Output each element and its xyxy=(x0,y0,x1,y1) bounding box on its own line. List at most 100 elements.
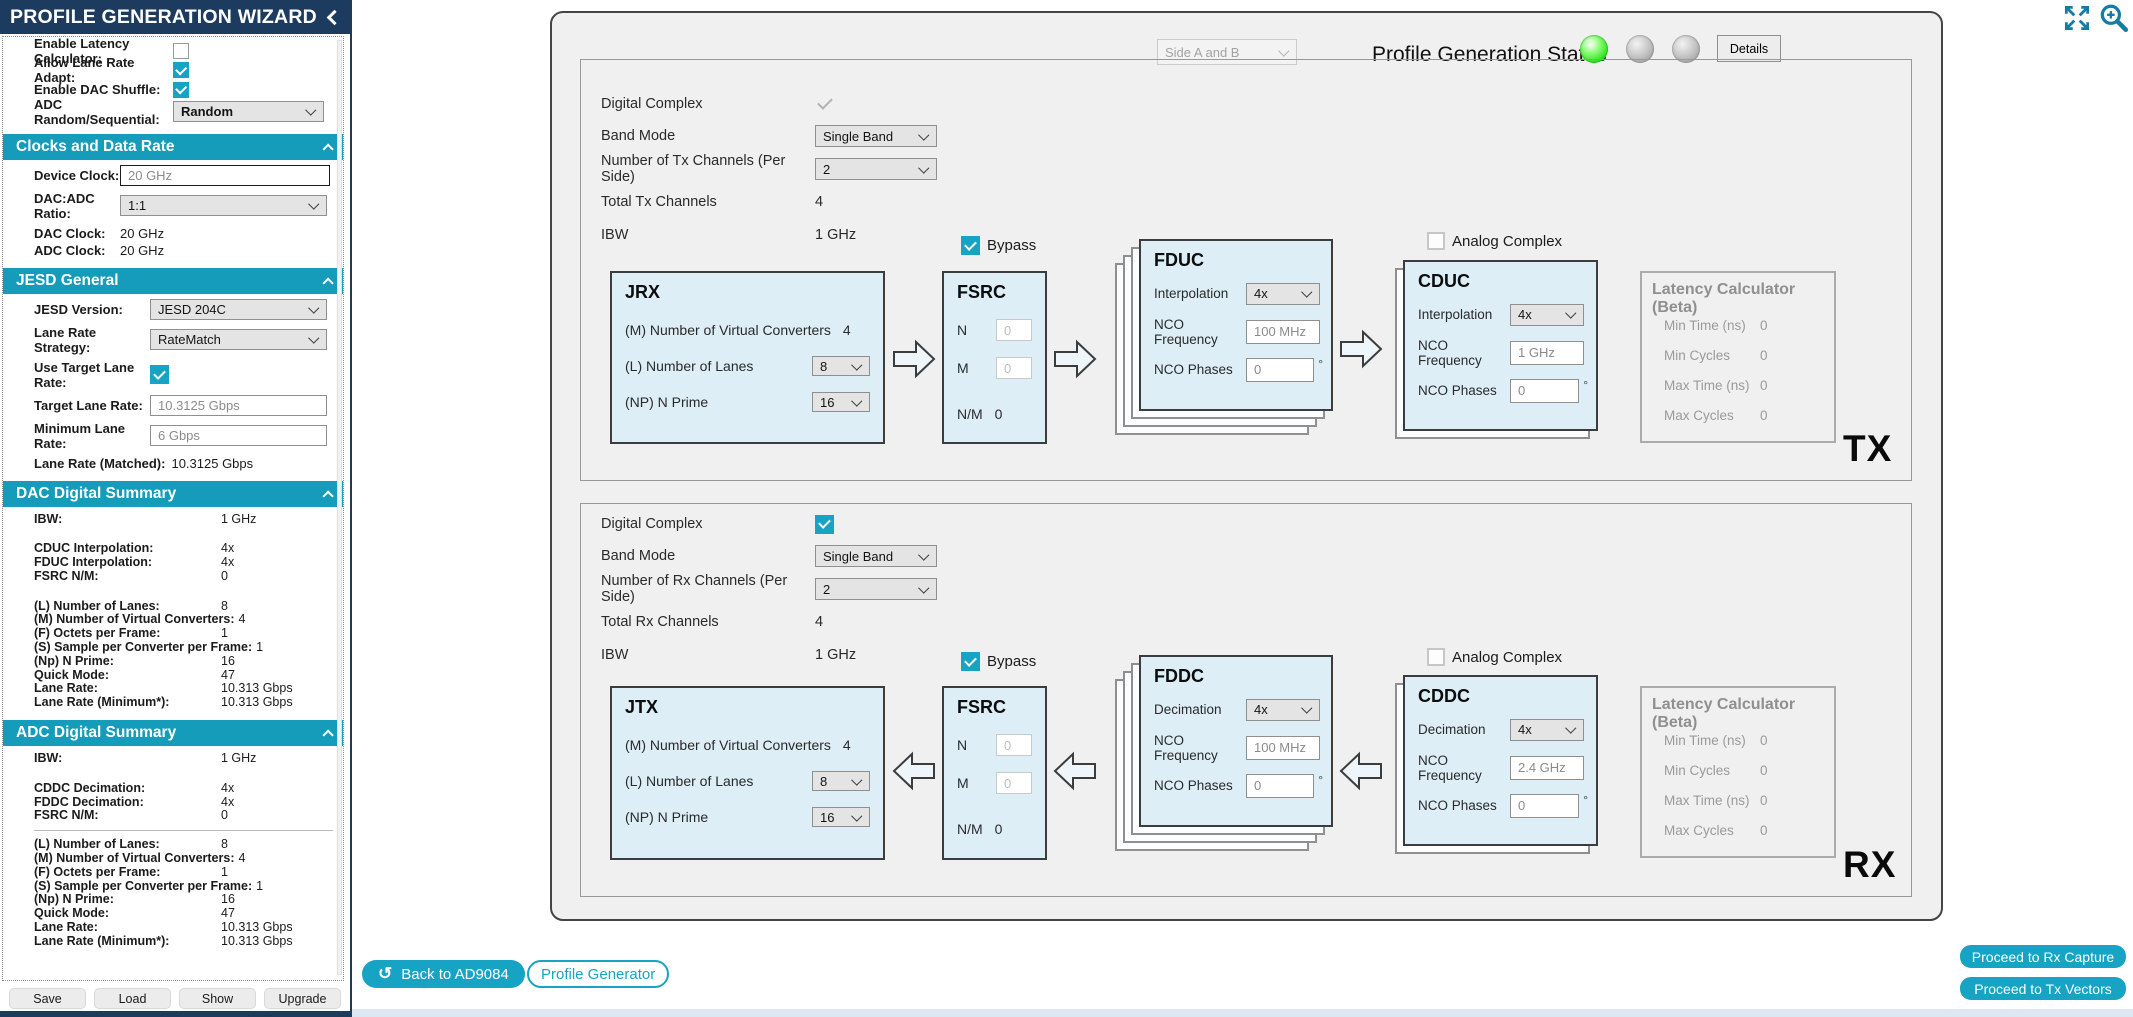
adc-mode-select[interactable]: Random xyxy=(173,101,324,122)
rx-band-mode-select[interactable]: Single Band xyxy=(815,545,937,567)
summary-row: CDDC Decimation:4x xyxy=(34,780,235,795)
section-clocks-header[interactable]: Clocks and Data Rate xyxy=(3,133,343,160)
jesd-version-select[interactable]: JESD 204C xyxy=(150,298,327,320)
section-dac-summary-header[interactable]: DAC Digital Summary xyxy=(3,480,343,507)
jrx-lanes-row: (L) Number of Lanes 8 xyxy=(625,355,870,377)
rx-fsrc-n-input[interactable]: 0 xyxy=(996,734,1032,756)
dac-shuffle-checkbox[interactable] xyxy=(173,81,189,98)
fsrc-n-row: N 0 xyxy=(957,319,1032,341)
summary-row: (S) Sample per Converter per Frame:1 xyxy=(34,878,264,893)
fduc-interpolation-row: Interpolation 4x xyxy=(1154,281,1323,306)
enable-latency-checkbox[interactable] xyxy=(173,42,189,59)
section-jesd-header[interactable]: JESD General xyxy=(3,267,343,294)
zoom-in-icon[interactable] xyxy=(2097,2,2129,34)
fduc-nco-frequency-row: NCO Frequency 100 MHz xyxy=(1154,317,1323,347)
minimum-lane-rate-input[interactable]: 6 Gbps xyxy=(150,425,327,446)
jtx-lanes-select[interactable]: 8 xyxy=(812,771,870,791)
adc-summary-jesd: (L) Number of Lanes:8(M) Number of Virtu… xyxy=(34,837,343,948)
summary-row: Quick Mode:47 xyxy=(34,667,235,682)
show-button[interactable]: Show xyxy=(179,988,256,1009)
rx-bypass-checkbox[interactable] xyxy=(961,652,980,671)
wizard-sidebar: PROFILE GENERATION WIZARD Enable Latency… xyxy=(0,0,352,1017)
option-dac-shuffle: Enable DAC Shuffle: xyxy=(3,80,343,100)
cduc-nco-phases-input[interactable]: 0 xyxy=(1510,378,1580,403)
minimum-lane-rate-row: Minimum Lane Rate: 6 Gbps xyxy=(34,421,343,451)
cddc-stack: CDDC Decimation 4x NCO Frequency 2.4 GHz xyxy=(1395,675,1598,854)
fddc-nco-frequency-input[interactable]: 100 MHz xyxy=(1246,735,1320,760)
side-select[interactable]: Side A and B xyxy=(1157,39,1297,65)
fsrc-m-row: M 0 xyxy=(957,772,1032,794)
rx-analog-complex-checkbox[interactable] xyxy=(1427,648,1445,666)
cduc-nco-frequency-input[interactable]: 1 GHz xyxy=(1510,340,1584,365)
fduc-interpolation-select[interactable]: 4x xyxy=(1246,282,1320,305)
back-arrow-icon: ↺ xyxy=(378,964,393,983)
jrx-nprime-select[interactable]: 16 xyxy=(812,392,870,412)
summary-row: IBW:1 GHz xyxy=(34,511,257,526)
cduc-nco-frequency-row: NCO Frequency 1 GHz xyxy=(1418,338,1588,368)
rx-digital-complex-row: Digital Complex xyxy=(601,512,834,536)
summary-row: Lane Rate:10.313 Gbps xyxy=(34,681,293,696)
load-button[interactable]: Load xyxy=(94,988,171,1009)
summary-row: FDUC Interpolation:4x xyxy=(34,555,235,570)
sidebar-content: Enable Latency Calculator: Allow Lane Ra… xyxy=(2,36,344,981)
profile-generation-status-label: Profile Generation Status xyxy=(1372,43,1607,66)
jtx-nprime-select[interactable]: 16 xyxy=(812,807,870,827)
cddc-decimation-select[interactable]: 4x xyxy=(1510,718,1584,741)
summary-row: IBW:1 GHz xyxy=(34,751,257,766)
cduc-interpolation-select[interactable]: 4x xyxy=(1510,303,1584,326)
cddc-nco-phases-input[interactable]: 0 xyxy=(1510,793,1580,818)
rx-latency-calculator: Latency Calculator (Beta) Min Time (ns)0… xyxy=(1640,686,1836,858)
summary-row: Quick Mode:47 xyxy=(34,906,235,921)
tx-band-mode-select[interactable]: Single Band xyxy=(815,125,937,147)
tx-band-mode-row: Band Mode Single Band xyxy=(601,124,937,148)
cddc-nco-frequency-input[interactable]: 2.4 GHz xyxy=(1510,755,1584,780)
proceed-to-rx-capture-button[interactable]: Proceed to Rx Capture xyxy=(1960,945,2126,968)
section-adc-summary-header[interactable]: ADC Digital Summary xyxy=(3,720,343,747)
expand-fullscreen-icon[interactable] xyxy=(2061,2,2093,34)
fddc-decimation-select[interactable]: 4x xyxy=(1246,698,1320,721)
target-lane-rate-input[interactable]: 10.3125 Gbps xyxy=(150,394,327,416)
lane-rate-strategy-select[interactable]: RateMatch xyxy=(150,329,327,350)
sidebar-scrollbar[interactable] xyxy=(337,40,342,975)
summary-row: (L) Number of Lanes:8 xyxy=(34,598,228,613)
jrx-lanes-select[interactable]: 8 xyxy=(812,356,870,376)
fsrc-n-input[interactable]: 0 xyxy=(996,319,1032,341)
collapse-sidebar-icon[interactable] xyxy=(326,9,343,25)
dac-adc-ratio-select[interactable]: 1:1 xyxy=(120,195,327,216)
lane-rate-adapt-checkbox[interactable] xyxy=(173,62,189,79)
device-clock-input[interactable]: 20 GHz xyxy=(120,164,330,186)
summary-row: Lane Rate (Minimum*):10.313 Gbps xyxy=(34,933,293,948)
fduc-nco-phases-row: NCO Phases 0 ° xyxy=(1154,357,1323,382)
details-button[interactable]: Details xyxy=(1717,35,1781,62)
rx-channels-select[interactable]: 2 xyxy=(815,578,937,600)
rx-digital-complex-checkbox[interactable] xyxy=(815,514,834,534)
save-button[interactable]: Save xyxy=(9,988,86,1009)
jesd-version-row: JESD Version: JESD 204C xyxy=(34,298,343,320)
tx-bypass-checkbox[interactable] xyxy=(961,236,980,255)
fddc-nco-phases-input[interactable]: 0 xyxy=(1246,773,1315,798)
rx-fsrc-m-input[interactable]: 0 xyxy=(996,772,1032,794)
summary-row: Max Time (ns)0 xyxy=(1664,378,1768,393)
tx-analog-complex-checkbox[interactable] xyxy=(1427,232,1445,250)
flow-arrow-left-icon xyxy=(1053,751,1096,791)
chevron-up-icon xyxy=(322,729,334,741)
fduc-nco-phases-input[interactable]: 0 xyxy=(1246,357,1315,382)
profile-generator-button[interactable]: Profile Generator xyxy=(527,960,670,988)
use-target-lane-rate-checkbox[interactable] xyxy=(150,365,169,384)
fduc-box: FDUC Interpolation 4x NCO Frequency 100 xyxy=(1139,239,1333,411)
back-to-ad9084-button[interactable]: ↺ Back to AD9084 xyxy=(362,960,525,988)
summary-row: (Np) N Prime:16 xyxy=(34,892,235,907)
upgrade-button[interactable]: Upgrade xyxy=(264,988,341,1009)
proceed-to-tx-vectors-button[interactable]: Proceed to Tx Vectors xyxy=(1960,977,2126,1000)
fsrc-m-input[interactable]: 0 xyxy=(996,357,1032,379)
tx-channels-select[interactable]: 2 xyxy=(815,158,937,180)
fduc-nco-frequency-input[interactable]: 100 MHz xyxy=(1246,319,1320,344)
option-adc-mode: ADC Random/Sequential: Random xyxy=(3,97,343,127)
cddc-decimation-row: Decimation 4x xyxy=(1418,717,1588,742)
jtx-virtual-converters-row: (M) Number of Virtual Converters 4 xyxy=(625,737,851,753)
